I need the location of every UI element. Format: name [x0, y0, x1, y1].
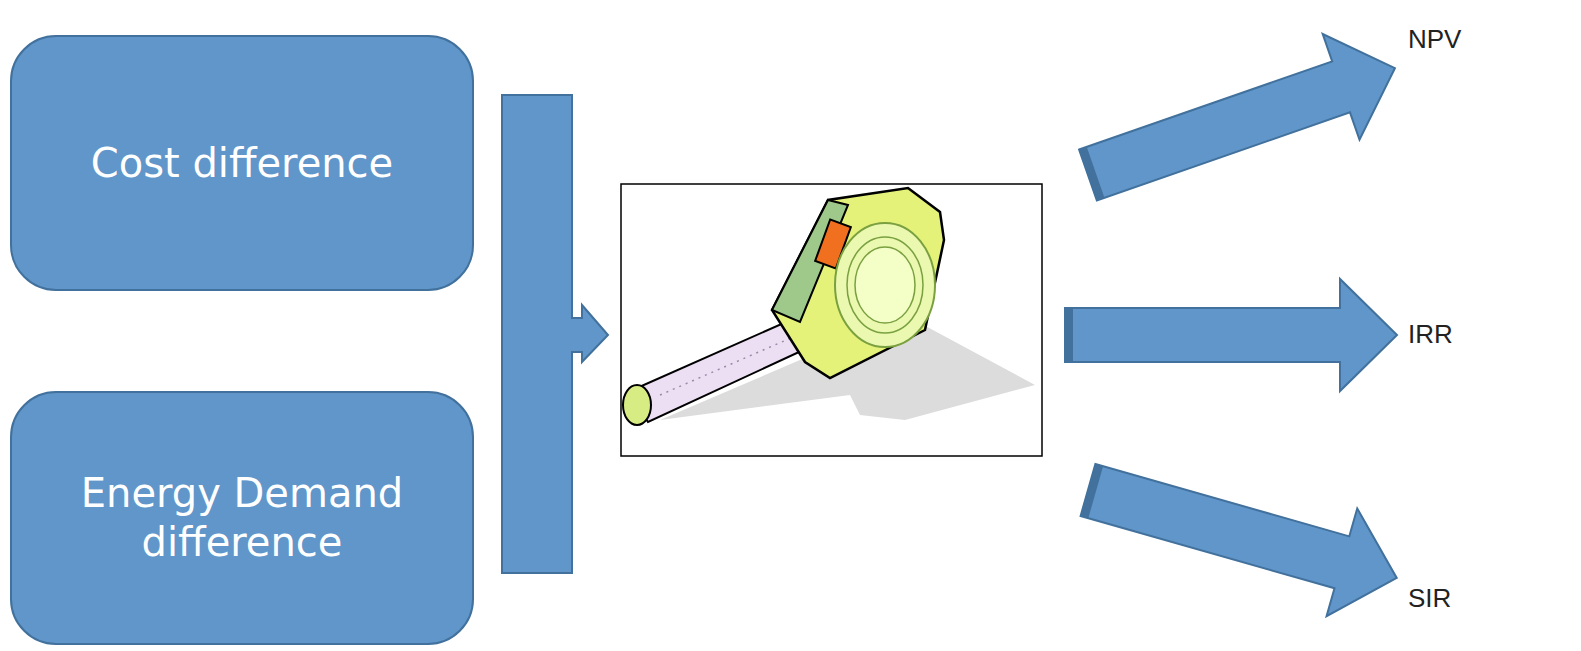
block-arrow	[1065, 279, 1397, 391]
picture-frame	[621, 184, 1042, 456]
metric-label: NPV	[1408, 24, 1461, 55]
process-box: Energy Demand difference	[10, 391, 474, 645]
arrow-tail	[1079, 147, 1104, 201]
block-arrow	[1073, 436, 1412, 632]
arrow-shape	[1073, 436, 1412, 632]
block-arrow	[1070, 15, 1414, 228]
metric-label: IRR	[1408, 319, 1453, 350]
tape-body	[772, 188, 944, 378]
metric-label: SIR	[1408, 583, 1451, 614]
tape-dial-center	[855, 247, 915, 323]
arrow-shape	[1065, 279, 1397, 391]
tape-hook	[623, 385, 651, 425]
box-text: Cost difference	[91, 139, 393, 188]
tape-strip	[628, 318, 812, 422]
tape-dial-ring	[847, 237, 923, 333]
process-box: Cost difference	[10, 35, 474, 291]
tape-dial	[835, 223, 935, 347]
box-text: Energy Demand difference	[34, 469, 450, 567]
tape-ticks	[660, 334, 800, 395]
arrow-tail	[1081, 464, 1103, 518]
merge-bracket	[502, 95, 608, 573]
arrow-tail	[1065, 308, 1073, 362]
arrow-shape	[1070, 15, 1414, 228]
